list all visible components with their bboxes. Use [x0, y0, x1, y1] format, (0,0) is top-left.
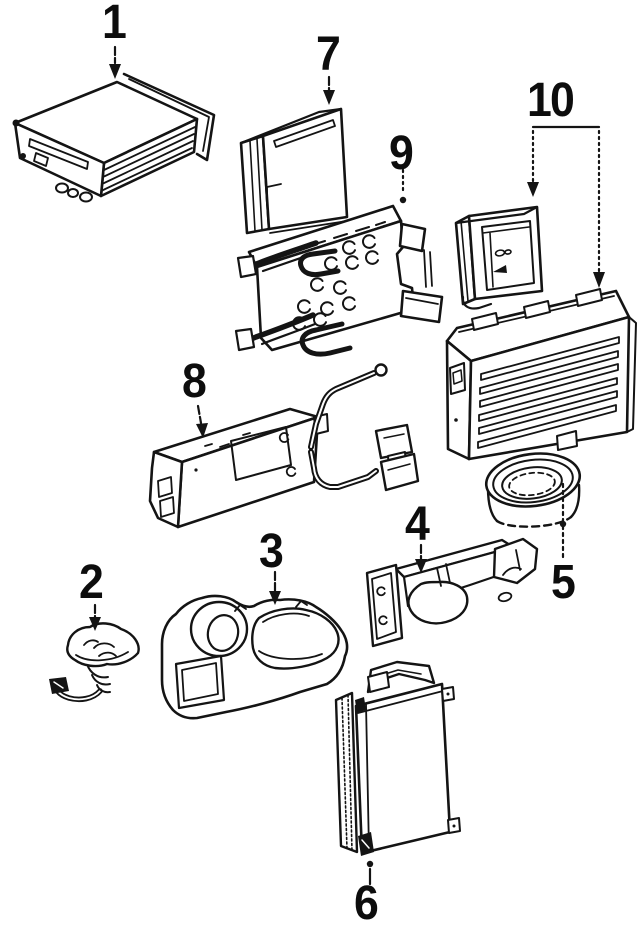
leader-10 [527, 125, 605, 288]
callout-3[interactable]: 3 [259, 525, 284, 578]
leader-5 [559, 482, 567, 560]
part-8-amplifier-module [148, 363, 420, 529]
leader-4 [415, 543, 427, 573]
leader-8 [196, 404, 208, 438]
part-4-bracket [365, 537, 539, 648]
part-6-amplifier-box [334, 660, 461, 856]
callout-leaders [89, 45, 605, 886]
wiring-harness [308, 363, 420, 492]
callout-10[interactable]: 10 [527, 74, 575, 127]
part-1-radio-unit [12, 72, 216, 203]
callout-9[interactable]: 9 [389, 127, 414, 180]
callout-8[interactable]: 8 [182, 355, 207, 408]
part-10-module [454, 205, 544, 310]
leader-9 [399, 168, 407, 204]
part-3-speaker-enclosure [160, 594, 349, 720]
leader-6 [366, 860, 374, 886]
callout-4[interactable]: 4 [405, 498, 430, 551]
part-7-module [239, 107, 349, 235]
callout-1[interactable]: 1 [102, 0, 127, 49]
bracket-holes [292, 234, 379, 331]
leader-3 [269, 570, 281, 605]
callout-6[interactable]: 6 [354, 877, 379, 930]
part-10-amplifier [445, 288, 637, 461]
callout-2[interactable]: 2 [79, 556, 104, 609]
part-5-speaker [484, 452, 582, 528]
callout-7[interactable]: 7 [316, 28, 341, 81]
callout-5[interactable]: 5 [551, 556, 576, 609]
leader-2 [89, 603, 101, 631]
part-9-mounting-bracket [234, 204, 444, 357]
leader-7 [323, 75, 335, 105]
part-2-tweeter [49, 622, 140, 703]
leader-1 [109, 45, 121, 79]
